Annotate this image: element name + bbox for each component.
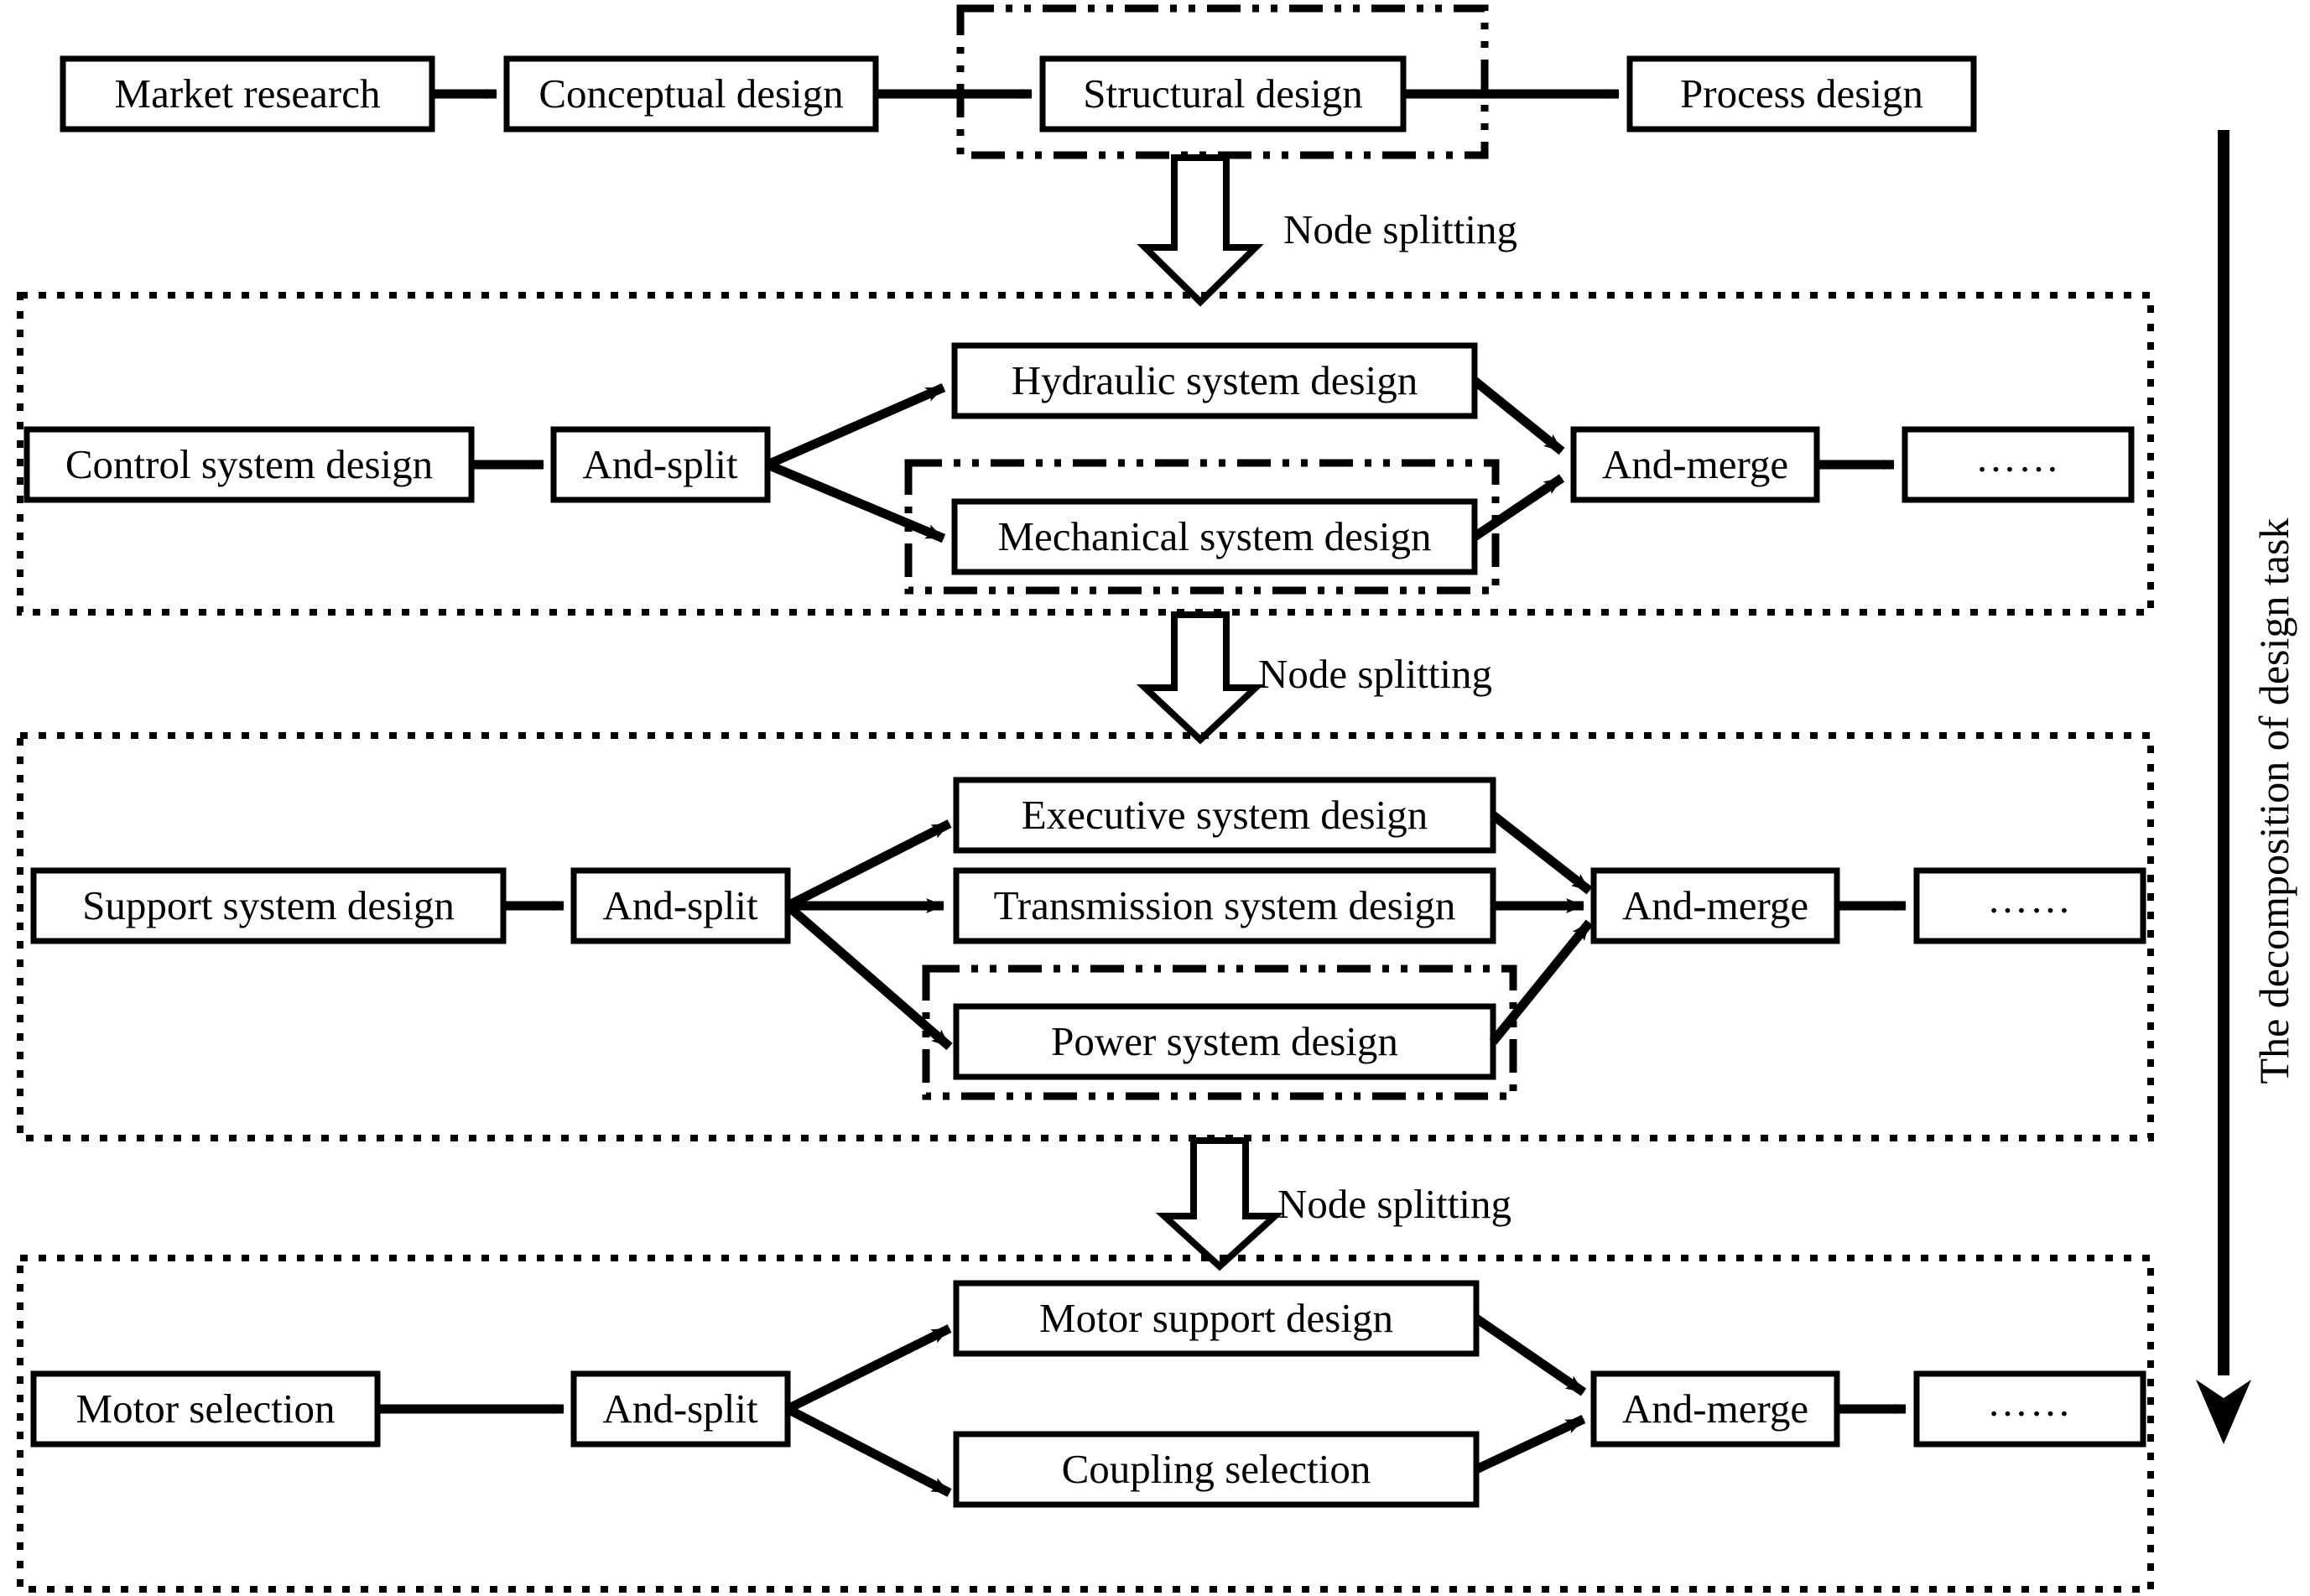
node-support-system-design[interactable]: Support system design xyxy=(30,867,507,944)
node-level4-and-split[interactable]: And-split xyxy=(570,1370,791,1448)
node-label: Hydraulic system design xyxy=(1012,357,1418,403)
node-structural-design[interactable]: Structural design xyxy=(1039,55,1407,133)
edge-power-to-merge xyxy=(1489,919,1594,1045)
node-label: Motor support design xyxy=(1039,1295,1393,1341)
node-market-research[interactable]: Market research xyxy=(60,55,435,133)
node-process-design[interactable]: Process design xyxy=(1626,55,1977,133)
node-label: And-split xyxy=(602,1385,758,1432)
node-level2-ellipsis[interactable]: …… xyxy=(1902,426,2135,503)
node-label: Control system design xyxy=(65,441,433,487)
node-level2-and-split[interactable]: And-split xyxy=(550,426,771,503)
highlight-power-system-design xyxy=(922,964,1517,1100)
node-splitting-arrow-1 xyxy=(1137,154,1264,307)
node-splitting-arrow-2 xyxy=(1136,611,1265,745)
level3-group: Support system design And-split Executiv… xyxy=(30,777,2146,1100)
node-level3-and-split[interactable]: And-split xyxy=(570,867,791,944)
node-label: Motor selection xyxy=(76,1385,336,1432)
edge-motor-support-to-merge xyxy=(1473,1314,1587,1396)
node-label: Coupling selection xyxy=(1062,1446,1371,1492)
edge-split-to-motor-support xyxy=(785,1324,952,1413)
node-label: Conceptual design xyxy=(538,70,843,117)
node-label: Structural design xyxy=(1083,70,1362,117)
level2-group: Control system design And-split Hydrauli… xyxy=(23,342,2135,595)
node-splitting-label-1: Node splitting xyxy=(1283,206,1517,252)
node-power-system-design[interactable]: Power system design xyxy=(953,1003,1496,1080)
node-label: Power system design xyxy=(1051,1018,1398,1064)
level4-container xyxy=(17,1255,2154,1593)
node-level4-and-merge[interactable]: And-merge xyxy=(1590,1370,1840,1448)
node-conceptual-design[interactable]: Conceptual design xyxy=(503,55,879,133)
node-motor-selection[interactable]: Motor selection xyxy=(30,1370,381,1448)
ellipsis-label: …… xyxy=(1987,1379,2073,1425)
edge-split-to-power xyxy=(784,902,953,1051)
decomposition-axis-label: The decomposition of design task xyxy=(2250,518,2297,1084)
node-label: Support system design xyxy=(82,882,455,928)
ellipsis-label: …… xyxy=(1987,876,2073,922)
level2-container xyxy=(17,292,2154,616)
node-level4-ellipsis[interactable]: …… xyxy=(1913,1370,2146,1448)
node-label: Market research xyxy=(115,70,381,117)
node-coupling-selection[interactable]: Coupling selection xyxy=(953,1431,1480,1508)
edge-split-to-mechanical xyxy=(765,460,946,543)
decomposition-axis xyxy=(2196,130,2251,1444)
node-splitting-label-3: Node splitting xyxy=(1277,1181,1511,1227)
node-executive-system-design[interactable]: Executive system design xyxy=(953,777,1496,854)
ellipsis-label: …… xyxy=(1975,434,2061,481)
edge-coupling-to-merge xyxy=(1474,1415,1586,1474)
node-label: Mechanical system design xyxy=(997,513,1431,559)
node-level3-ellipsis[interactable]: …… xyxy=(1913,867,2146,944)
level1-group: Market research Conceptual design Struct… xyxy=(60,4,1977,159)
level3-container xyxy=(17,732,2154,1141)
edge-split-to-coupling xyxy=(785,1405,952,1497)
node-control-system-design[interactable]: Control system design xyxy=(23,426,475,503)
node-label: And-split xyxy=(602,882,758,928)
edge-executive-to-merge xyxy=(1490,811,1593,895)
edge-hydraulic-to-merge xyxy=(1471,377,1565,455)
node-label: And-merge xyxy=(1622,882,1808,928)
node-splitting-label-2: Node splitting xyxy=(1258,651,1492,697)
edge-split-to-executive xyxy=(785,819,952,910)
node-label: And-split xyxy=(582,441,738,487)
node-label: Process design xyxy=(1680,70,1923,117)
node-label: Executive system design xyxy=(1022,792,1428,838)
node-label: Transmission system design xyxy=(994,882,1456,928)
level4-group: Motor selection And-split Motor support … xyxy=(30,1280,2146,1508)
node-level3-and-merge[interactable]: And-merge xyxy=(1590,867,1840,944)
node-mechanical-system-design[interactable]: Mechanical system design xyxy=(951,498,1478,575)
node-hydraulic-system-design[interactable]: Hydraulic system design xyxy=(951,342,1478,419)
edge-mechanical-to-merge xyxy=(1471,474,1565,541)
axis-label-text: The decomposition of design task xyxy=(2250,518,2297,1084)
node-transmission-system-design[interactable]: Transmission system design xyxy=(953,867,1496,944)
node-label: And-merge xyxy=(1622,1385,1808,1432)
node-motor-support-design[interactable]: Motor support design xyxy=(953,1280,1480,1357)
node-level2-and-merge[interactable]: And-merge xyxy=(1570,426,1820,503)
node-splitting-arrow-3 xyxy=(1155,1137,1284,1271)
edge-split-to-hydraulic xyxy=(765,382,946,470)
node-label: And-merge xyxy=(1602,441,1788,487)
